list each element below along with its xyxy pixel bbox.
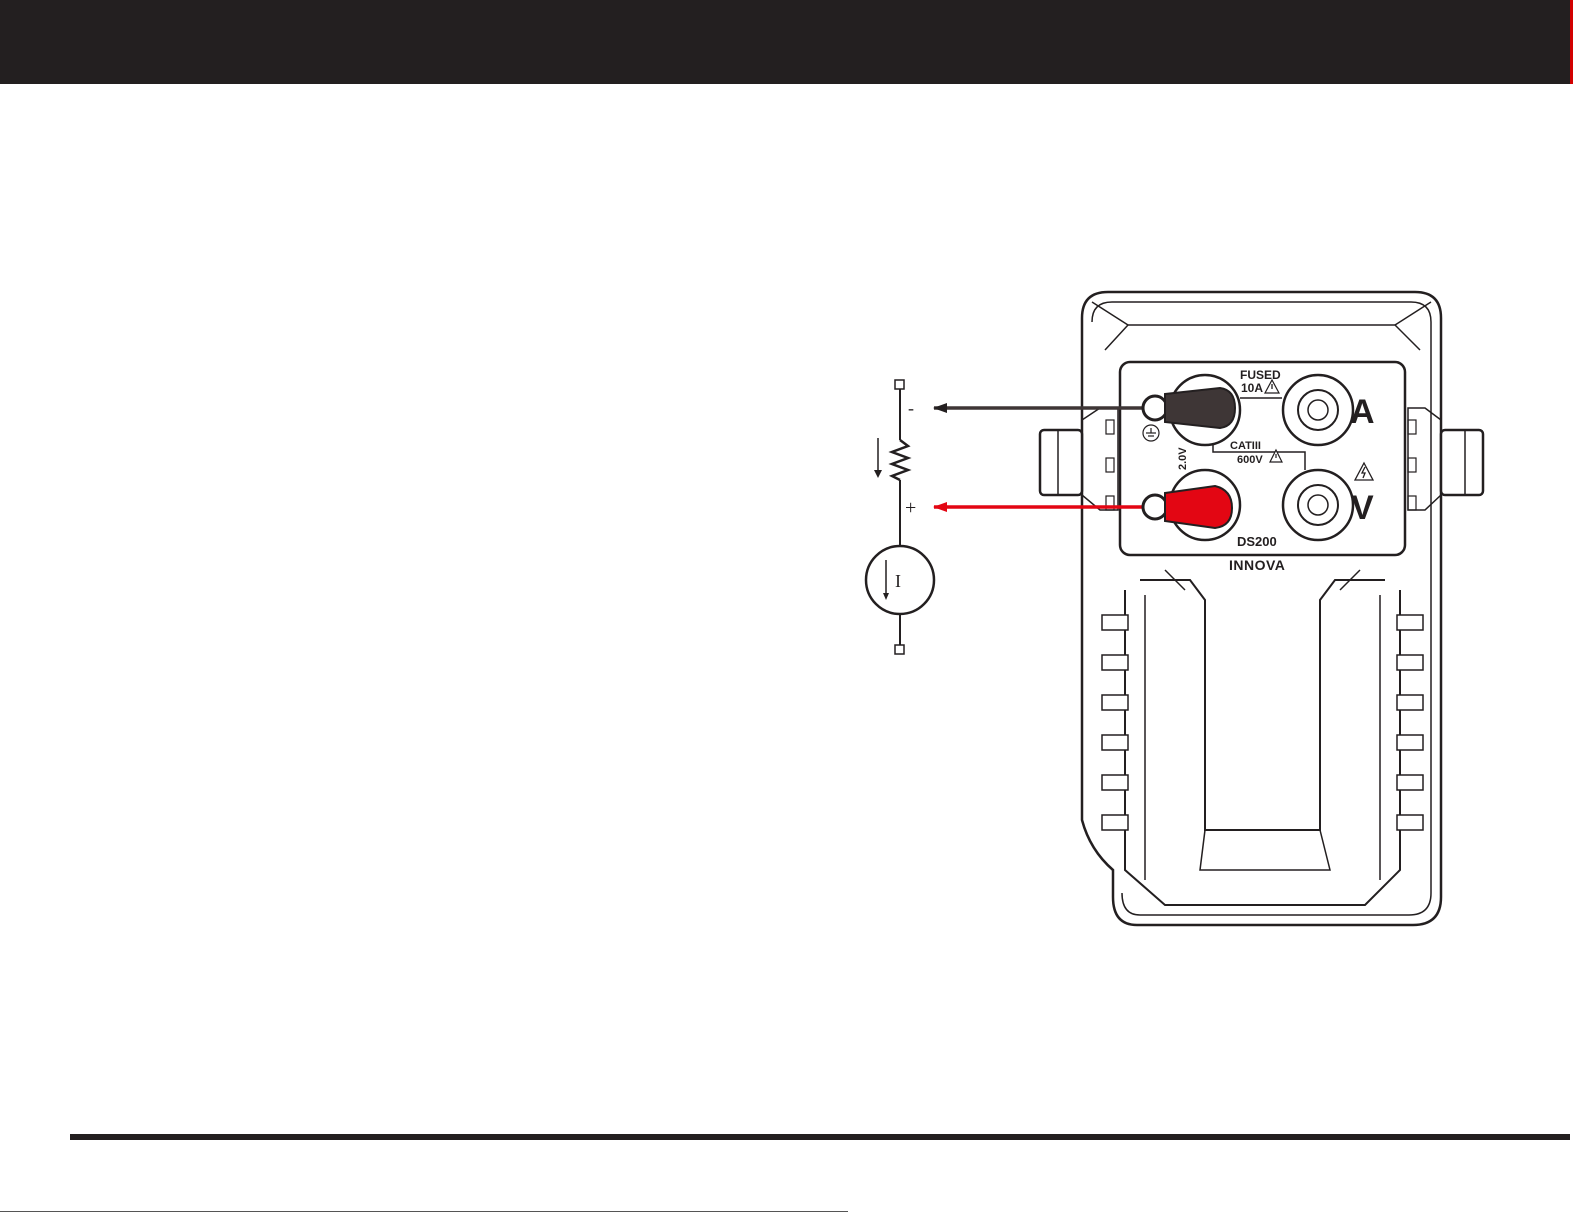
fused-rating-label: 10A xyxy=(1241,381,1263,395)
minus-label: - xyxy=(908,398,914,418)
terminal-top xyxy=(895,380,904,389)
circuit-schematic xyxy=(866,380,934,654)
fused-label: FUSED xyxy=(1240,368,1281,382)
bottom-rule xyxy=(70,1134,1570,1140)
volt-jack-label: V xyxy=(1351,489,1374,527)
terminal-bottom xyxy=(895,645,904,654)
footer-hairline xyxy=(0,1211,848,1212)
amp-jack-label: A xyxy=(1350,393,1375,431)
cat-label: CATIII xyxy=(1230,440,1261,452)
resistor xyxy=(892,440,908,480)
cat-rating-label: 600V xyxy=(1237,454,1263,466)
model-label: DS200 xyxy=(1237,534,1277,549)
voltage-range-label: 2.0V xyxy=(1177,447,1189,470)
brand-logo: INNOVA xyxy=(1229,557,1285,573)
source-label: I xyxy=(895,571,901,591)
plus-label: + xyxy=(905,497,916,519)
